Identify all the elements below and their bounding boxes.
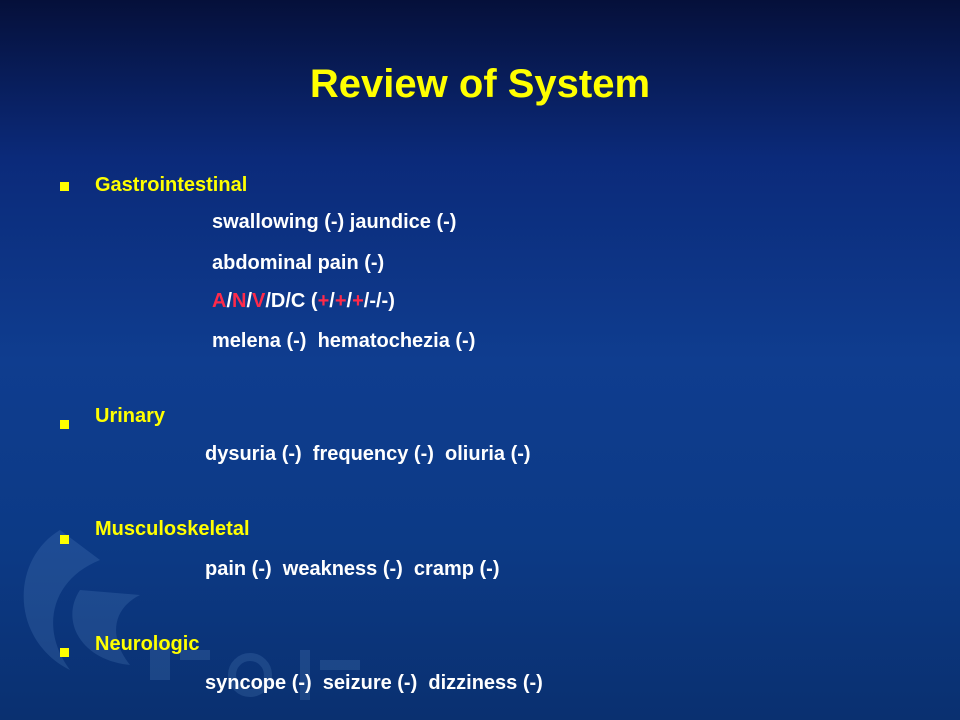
university-logo-watermark <box>23 530 360 700</box>
anvdc-plus: + <box>352 290 364 312</box>
bullet-icon <box>60 182 69 191</box>
anvdc-sep: / <box>346 290 353 312</box>
section-heading-neurologic: Neurologic <box>95 633 200 655</box>
neurologic-line: syncope (-) seizure (-) dizziness (-) <box>205 672 543 694</box>
slide-title: Review of System <box>309 62 651 106</box>
anvdc-sep: / <box>226 290 233 312</box>
bullet-icon <box>60 420 69 429</box>
musculoskeletal-line: pain (-) weakness (-) cramp (-) <box>205 558 500 580</box>
anvdc-sep: / <box>246 290 253 312</box>
section-heading-urinary: Urinary <box>95 405 166 427</box>
anvdc-a: A <box>212 290 227 312</box>
anvdc-plus: + <box>317 290 330 312</box>
anvdc-plus: + <box>334 290 347 312</box>
section-heading-musculoskeletal: Musculoskeletal <box>95 518 250 540</box>
section-heading-gastrointestinal: Gastrointestinal <box>95 174 248 196</box>
bullet-icon <box>60 535 69 544</box>
anvdc-dc: /D/C ( <box>265 290 318 312</box>
gi-line-anvdc: A/N/V/D/C (+/+/+/-/-) <box>212 290 395 313</box>
gi-line-melena: melena (-) hematochezia (-) <box>212 330 476 352</box>
urinary-line: dysuria (-) frequency (-) oliuria (-) <box>205 443 531 465</box>
gi-line-swallowing: swallowing (-) jaundice (-) <box>212 211 457 233</box>
anvdc-v: V <box>252 290 266 312</box>
anvdc-n: N <box>232 290 247 312</box>
anvdc-rest: /-/-) <box>363 290 395 312</box>
gi-line-abdominal-pain: abdominal pain (-) <box>212 252 385 274</box>
anvdc-sep: / <box>329 290 335 312</box>
bullet-icon <box>60 648 69 657</box>
